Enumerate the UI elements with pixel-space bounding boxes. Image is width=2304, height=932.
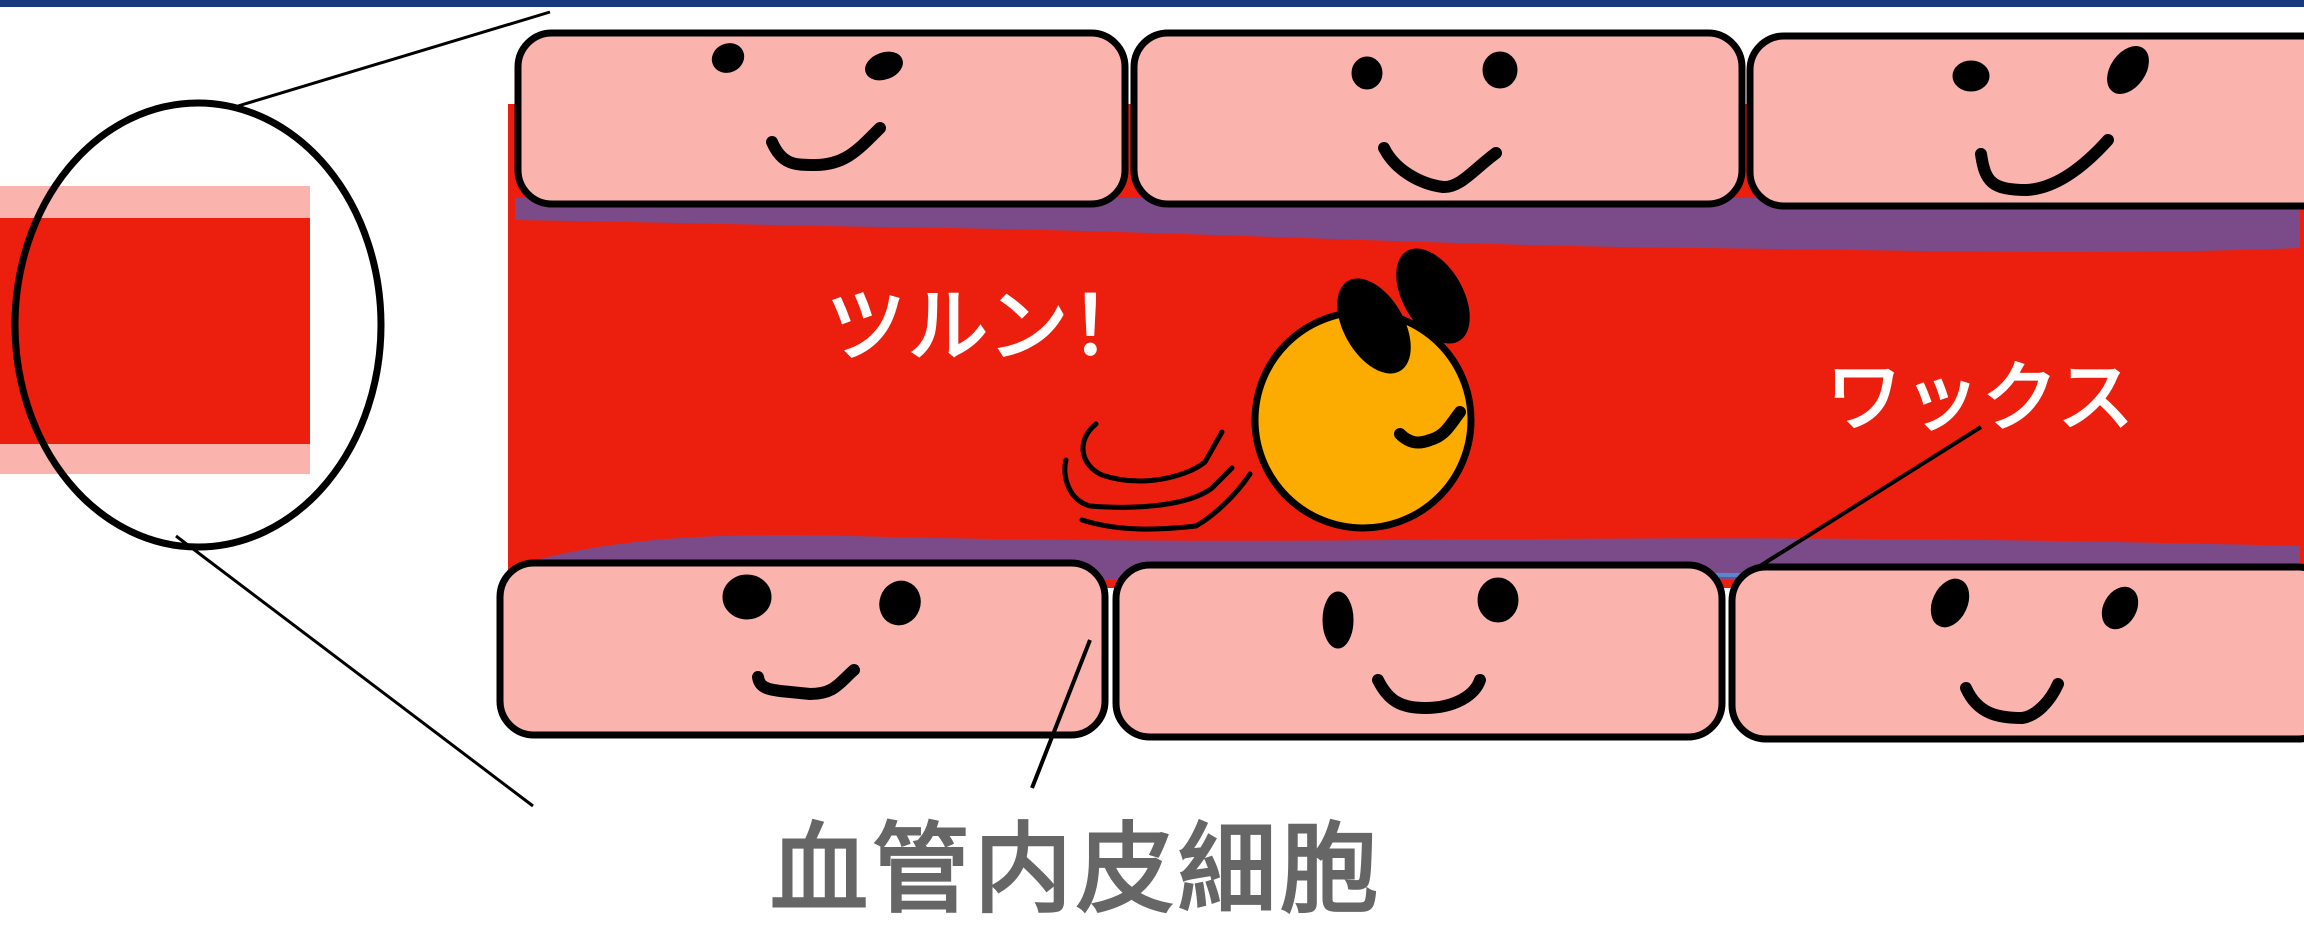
cell-face: [1930, 578, 2139, 724]
small-vessel: [0, 186, 310, 474]
endothelial-cell: [1130, 29, 1746, 208]
endothelial-cell: [1728, 563, 2304, 743]
endothelial-cell: [1746, 32, 2304, 210]
cell-face: [711, 43, 903, 171]
slip-label: ツルン！: [826, 280, 1153, 373]
top-bar: [0, 0, 2304, 7]
wax-label: ワックス: [1826, 353, 2136, 442]
blood-vessel-diagram: [0, 0, 2304, 808]
endothelial-cell: [496, 559, 1109, 739]
cell-face: [1322, 577, 1519, 714]
wax-leader-line: [1758, 425, 1983, 568]
motion-lines: [1062, 421, 1253, 532]
cell-face: [1351, 51, 1518, 193]
cell-face: [1952, 46, 2149, 196]
cell-leader-line: [1030, 639, 1092, 789]
endothelial-cell: [514, 29, 1129, 208]
magnifier-circle: [11, 99, 385, 551]
endothelial-cell: [1112, 561, 1726, 741]
endothelial-cells-label: 血管内皮細胞: [770, 813, 1383, 927]
blood-particle-character: [1251, 248, 1475, 532]
cell-face: [722, 574, 921, 700]
zoom-line-bottom: [175, 534, 534, 808]
wax-layer-top: [515, 198, 2300, 253]
zoom-line-top: [237, 10, 551, 108]
